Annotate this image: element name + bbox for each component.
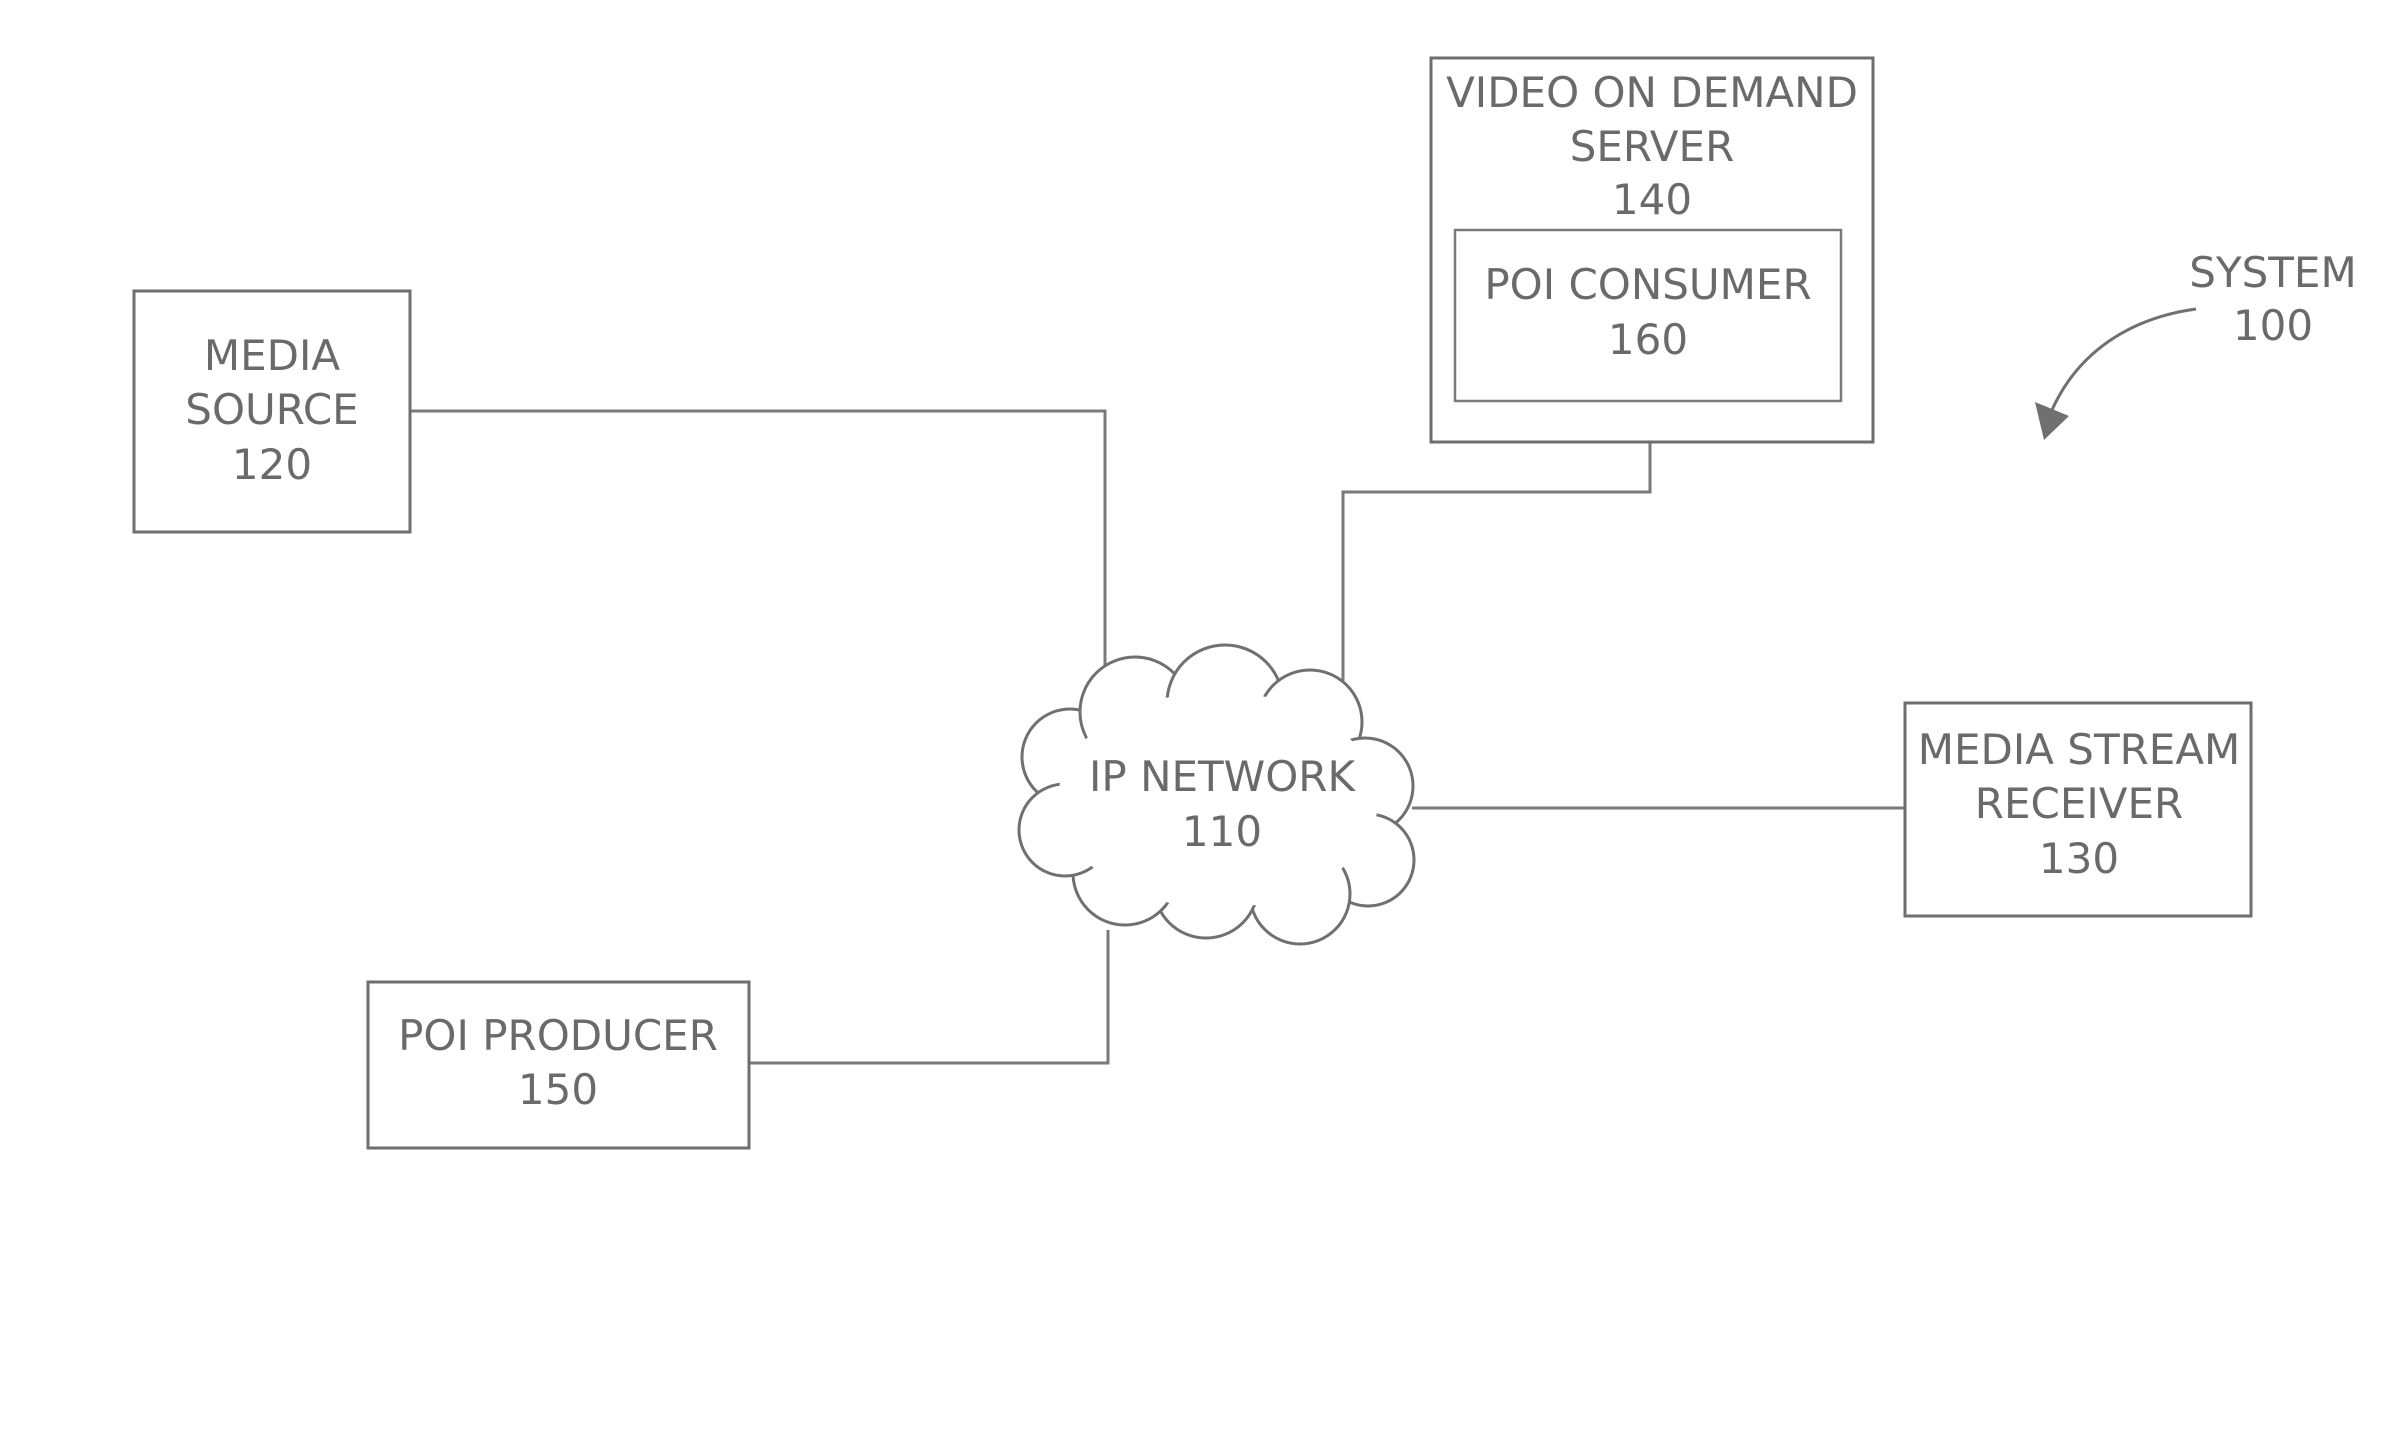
wire-media-source-to-network xyxy=(410,409,1107,690)
ip-network-number: 110 xyxy=(1182,807,1262,856)
vod-server-line2: SERVER xyxy=(1570,122,1735,171)
wire-vod-server-to-network xyxy=(1341,442,1652,700)
system-arrowhead-icon xyxy=(2035,402,2069,440)
media-source-line1: MEDIA xyxy=(204,331,341,380)
media-source-number: 120 xyxy=(232,440,312,489)
system-reference: SYSTEM 100 xyxy=(2035,248,2357,440)
vod-server-line1: VIDEO ON DEMAND xyxy=(1446,68,1858,117)
media-stream-receiver-line2: RECEIVER xyxy=(1975,779,2183,828)
poi-producer-box: POI PRODUCER 150 xyxy=(366,980,751,1150)
wire-producer-to-network xyxy=(749,930,1110,1065)
vod-server-number: 140 xyxy=(1612,175,1692,224)
ip-network-label: IP NETWORK xyxy=(1089,752,1356,801)
poi-consumer-label: POI CONSUMER xyxy=(1484,260,1811,309)
system-label: SYSTEM xyxy=(2189,248,2356,297)
media-stream-receiver-box: MEDIA STREAM RECEIVER 130 xyxy=(1903,701,2253,918)
poi-producer-label: POI PRODUCER xyxy=(398,1011,718,1060)
media-stream-receiver-number: 130 xyxy=(2039,834,2119,883)
media-source-box: MEDIA SOURCE 120 xyxy=(132,289,412,534)
poi-consumer-box: POI CONSUMER 160 xyxy=(1453,228,1843,403)
system-arrow-icon xyxy=(2050,307,2197,411)
poi-producer-number: 150 xyxy=(518,1065,598,1114)
ip-network-cloud: IP NETWORK 110 xyxy=(1017,643,1416,946)
poi-consumer-number: 160 xyxy=(1608,315,1688,364)
system-number: 100 xyxy=(2233,301,2313,350)
vod-server-box: VIDEO ON DEMAND SERVER 140 POI CONSUMER … xyxy=(1429,56,1875,444)
media-stream-receiver-line1: MEDIA STREAM xyxy=(1918,725,2241,774)
media-source-line2: SOURCE xyxy=(185,385,358,434)
